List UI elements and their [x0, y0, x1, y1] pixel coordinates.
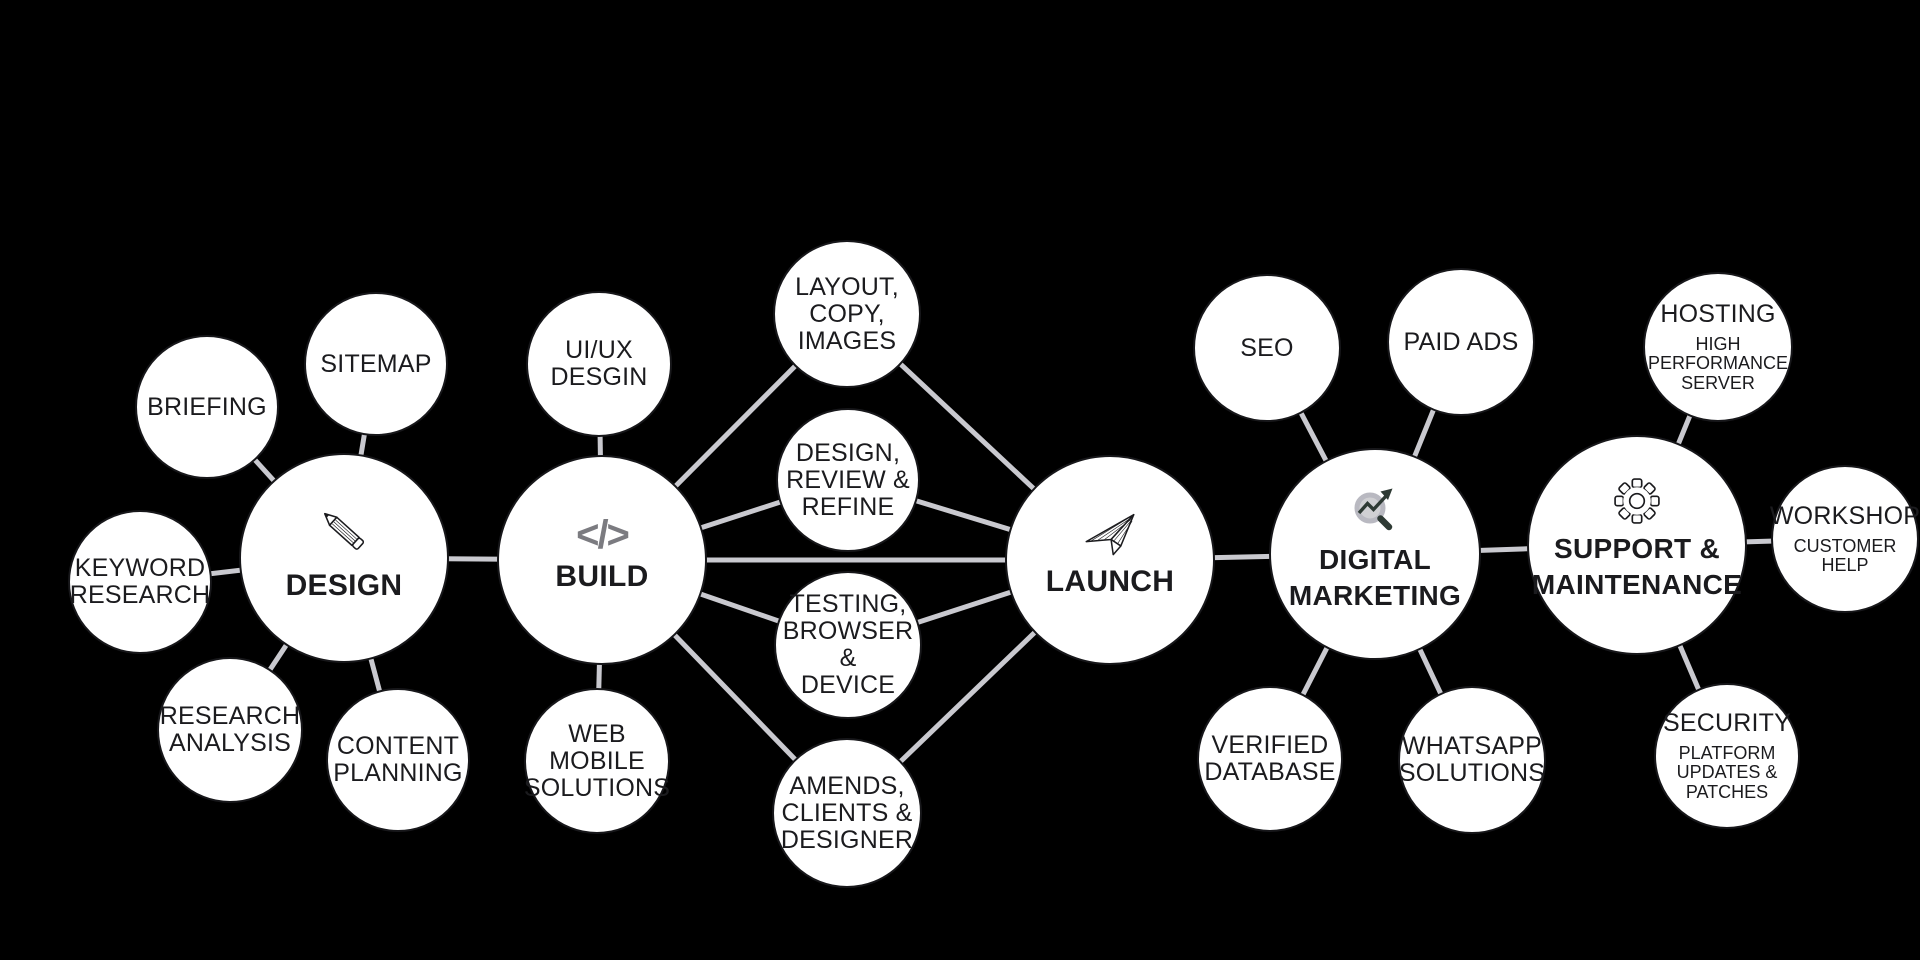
node-sitemap: SITEMAP [304, 292, 448, 436]
node-label: BRIEFING [147, 392, 267, 421]
node-label: LAYOUT, COPY, IMAGES [795, 272, 899, 355]
node-hosting: HOSTING HIGH PERFORMANCE SERVER [1643, 272, 1793, 422]
paper-plane-icon [1083, 510, 1137, 556]
node-design: DESIGN [239, 453, 449, 663]
node-research-analysis: RESEARCH ANALYSIS [157, 657, 303, 803]
node-label: RESEARCH ANALYSIS [159, 702, 301, 757]
node-design-review-refine: DESIGN, REVIEW & REFINE [776, 408, 920, 552]
node-layout-copy-images: LAYOUT, COPY, IMAGES [773, 240, 921, 388]
pencil-icon [315, 502, 373, 560]
node-subtitle: CUSTOMER HELP [1793, 535, 1897, 575]
node-label: SEO [1240, 333, 1294, 362]
node-label: SUPPORT & MAINTENANCE [1531, 532, 1743, 600]
node-label: UI/UX DESGIN [550, 336, 648, 391]
node-label: DIGITAL MARKETING [1288, 543, 1462, 611]
node-label: KEYWORD RESEARCH [69, 554, 211, 609]
gear-icon [1613, 477, 1661, 525]
node-label: WORKSHOP [1769, 501, 1920, 530]
node-launch: LAUNCH [1005, 455, 1215, 665]
node-label: BUILD [555, 559, 649, 593]
node-label: DESIGN, REVIEW & REFINE [786, 438, 910, 521]
node-whatsapp-solutions: WHATSAPP SOLUTIONS [1398, 686, 1546, 834]
node-amends-clients-designer: AMENDS, CLIENTS & DESIGNER [772, 738, 922, 888]
node-briefing: BRIEFING [135, 335, 279, 479]
node-verified-database: VERIFIED DATABASE [1197, 686, 1343, 832]
node-subtitle: HIGH PERFORMANCE SERVER [1647, 334, 1788, 393]
node-label: TESTING, BROWSER & DEVICE [782, 590, 914, 699]
node-label: HOSTING [1660, 300, 1776, 329]
node-paid-ads: PAID ADS [1387, 268, 1535, 416]
code-icon: </> [576, 512, 630, 557]
node-label: CONTENT PLANNING [333, 732, 463, 787]
node-workshop: WORKSHOP CUSTOMER HELP [1769, 465, 1920, 613]
node-uiux-design: UI/UX DESGIN [526, 291, 672, 437]
node-label: VERIFIED DATABASE [1204, 731, 1336, 786]
node-label: PAID ADS [1403, 327, 1519, 356]
node-label: AMENDS, CLIENTS & DESIGNER [780, 771, 914, 854]
node-label: LAUNCH [1045, 564, 1175, 598]
node-support-maintenance: SUPPORT & MAINTENANCE [1527, 435, 1747, 655]
search-growth-icon [1349, 484, 1401, 536]
node-web-mobile-solutions: WEB MOBILE SOLUTIONS [524, 688, 670, 834]
node-keyword-research: KEYWORD RESEARCH [68, 510, 212, 654]
node-seo: SEO [1193, 274, 1341, 422]
node-label: WHATSAPP SOLUTIONS [1398, 732, 1546, 787]
node-digital-marketing: DIGITAL MARKETING [1269, 448, 1481, 660]
node-label: SITEMAP [320, 349, 432, 378]
node-label: SECURITY [1662, 709, 1791, 738]
node-content-planning: CONTENT PLANNING [326, 688, 470, 832]
node-subtitle: PLATFORM UPDATES & PATCHES [1676, 743, 1778, 802]
node-build: </> BUILD [497, 455, 707, 665]
node-security: SECURITY PLATFORM UPDATES & PATCHES [1654, 683, 1800, 829]
node-label: DESIGN [285, 568, 403, 602]
node-testing-browser-device: TESTING, BROWSER & DEVICE [774, 571, 922, 719]
node-label: WEB MOBILE SOLUTIONS [523, 719, 671, 802]
